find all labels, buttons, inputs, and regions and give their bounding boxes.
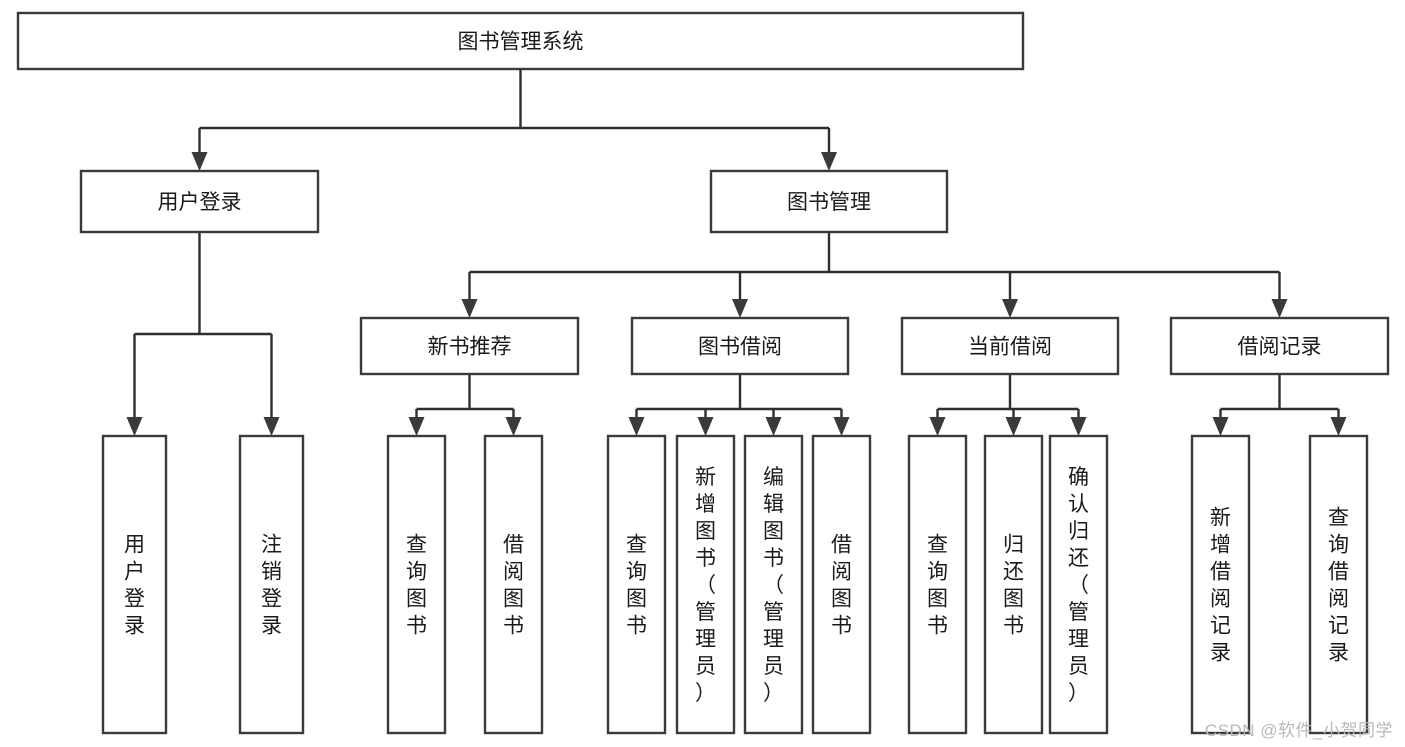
node-box-book-borrow	[630, 316, 850, 376]
node-label-root-system: 图书管理系统	[458, 31, 584, 54]
node-user-login-do[interactable]: 用户登录	[101, 434, 168, 735]
node-user-logout[interactable]: 注销登录	[238, 434, 305, 735]
node-box-current-borrow	[900, 316, 1120, 376]
node-label-query-borrow-record: 查询借阅记录	[1328, 507, 1349, 665]
node-label-book-management: 图书管理	[787, 191, 871, 214]
arrow-head-icon	[461, 299, 478, 318]
arrow-head-icon	[1212, 417, 1229, 436]
node-label-borrow-records: 借阅记录	[1238, 336, 1322, 359]
node-new-book-recommend[interactable]: 新书推荐	[359, 316, 580, 376]
node-box-return-book	[983, 434, 1044, 735]
arrow-head-icon	[263, 417, 280, 436]
arrow-head-icon	[732, 299, 748, 318]
node-label-edit-book-admin: 编辑图书（管理员）	[763, 466, 784, 705]
node-box-query-book-3	[907, 434, 968, 735]
node-borrow-records[interactable]: 借阅记录	[1169, 316, 1390, 376]
arrow-head-icon	[191, 152, 208, 171]
arrow-head-icon	[1005, 417, 1022, 436]
connector-lines-group	[126, 69, 1347, 436]
node-box-user-login	[79, 169, 320, 234]
node-label-confirm-return-admin: 确认归还（管理员）	[1068, 466, 1089, 705]
node-label-current-borrow: 当前借阅	[968, 336, 1052, 359]
node-box-new-book-recommend	[359, 316, 580, 376]
node-box-root-system	[16, 11, 1025, 71]
node-label-add-book-admin: 新增图书（管理员）	[695, 466, 716, 705]
node-query-book-3[interactable]: 查询图书	[907, 434, 968, 735]
node-label-query-book-3: 查询图书	[927, 534, 948, 638]
node-edit-book-admin[interactable]: 编辑图书（管理员）	[743, 434, 804, 735]
node-label-book-borrow: 图书借阅	[698, 336, 782, 359]
node-box-edit-book-admin	[743, 434, 804, 735]
node-box-confirm-return-admin	[1048, 434, 1109, 735]
arrow-head-icon	[628, 417, 645, 436]
node-box-query-book-2	[606, 434, 667, 735]
node-box-add-borrow-record	[1190, 434, 1251, 735]
arrow-head-icon	[1330, 417, 1347, 436]
arrow-head-icon	[821, 152, 837, 171]
node-label-new-book-recommend: 新书推荐	[428, 336, 512, 359]
node-box-user-logout	[238, 434, 305, 735]
node-query-book-1[interactable]: 查询图书	[386, 434, 447, 735]
csdn-watermark: CSDN @软件_小贺同学	[1204, 721, 1393, 740]
node-label-user-login-do: 用户登录	[124, 534, 145, 638]
node-label-add-borrow-record: 新增借阅记录	[1210, 507, 1231, 665]
node-return-book[interactable]: 归还图书	[983, 434, 1044, 735]
arrow-head-icon	[833, 417, 850, 436]
node-borrow-book-2[interactable]: 借阅图书	[811, 434, 872, 735]
node-label-borrow-book-2: 借阅图书	[831, 534, 852, 638]
arrow-head-icon	[408, 417, 425, 436]
node-current-borrow[interactable]: 当前借阅	[900, 316, 1120, 376]
node-borrow-book-1[interactable]: 借阅图书	[483, 434, 544, 735]
node-box-borrow-book-2	[811, 434, 872, 735]
arrow-head-icon	[1271, 299, 1288, 318]
node-add-borrow-record[interactable]: 新增借阅记录	[1190, 434, 1251, 735]
node-add-book-admin[interactable]: 新增图书（管理员）	[675, 434, 736, 735]
node-label-query-book-2: 查询图书	[626, 534, 647, 638]
arrow-head-icon	[126, 417, 143, 436]
node-query-book-2[interactable]: 查询图书	[606, 434, 667, 735]
node-box-user-login-do	[101, 434, 168, 735]
node-book-management[interactable]: 图书管理	[709, 169, 949, 234]
node-label-return-book: 归还图书	[1003, 534, 1024, 638]
arrow-head-icon	[1002, 299, 1018, 318]
arrow-head-icon	[505, 417, 522, 436]
node-root-system[interactable]: 图书管理系统	[16, 11, 1025, 71]
node-box-book-management	[709, 169, 949, 234]
node-user-login[interactable]: 用户登录	[79, 169, 320, 234]
arrow-head-icon	[929, 417, 946, 436]
arrow-head-icon	[765, 417, 782, 436]
node-box-add-book-admin	[675, 434, 736, 735]
node-label-user-logout: 注销登录	[261, 534, 282, 638]
node-box-borrow-book-1	[483, 434, 544, 735]
node-label-query-book-1: 查询图书	[406, 534, 427, 638]
node-query-borrow-record[interactable]: 查询借阅记录	[1308, 434, 1369, 735]
node-confirm-return-admin[interactable]: 确认归还（管理员）	[1048, 434, 1109, 735]
node-label-borrow-book-1: 借阅图书	[503, 534, 524, 638]
arrow-head-icon	[1070, 417, 1087, 436]
node-box-borrow-records	[1169, 316, 1390, 376]
node-label-user-login: 用户登录	[158, 191, 242, 214]
node-box-query-book-1	[386, 434, 447, 735]
diagram-nodes-group: 图书管理系统用户登录图书管理用户登录注销登录新书推荐查询图书借阅图书图书借阅查询…	[16, 11, 1390, 735]
node-box-query-borrow-record	[1308, 434, 1369, 735]
node-book-borrow[interactable]: 图书借阅	[630, 316, 850, 376]
arrow-head-icon	[697, 417, 714, 436]
